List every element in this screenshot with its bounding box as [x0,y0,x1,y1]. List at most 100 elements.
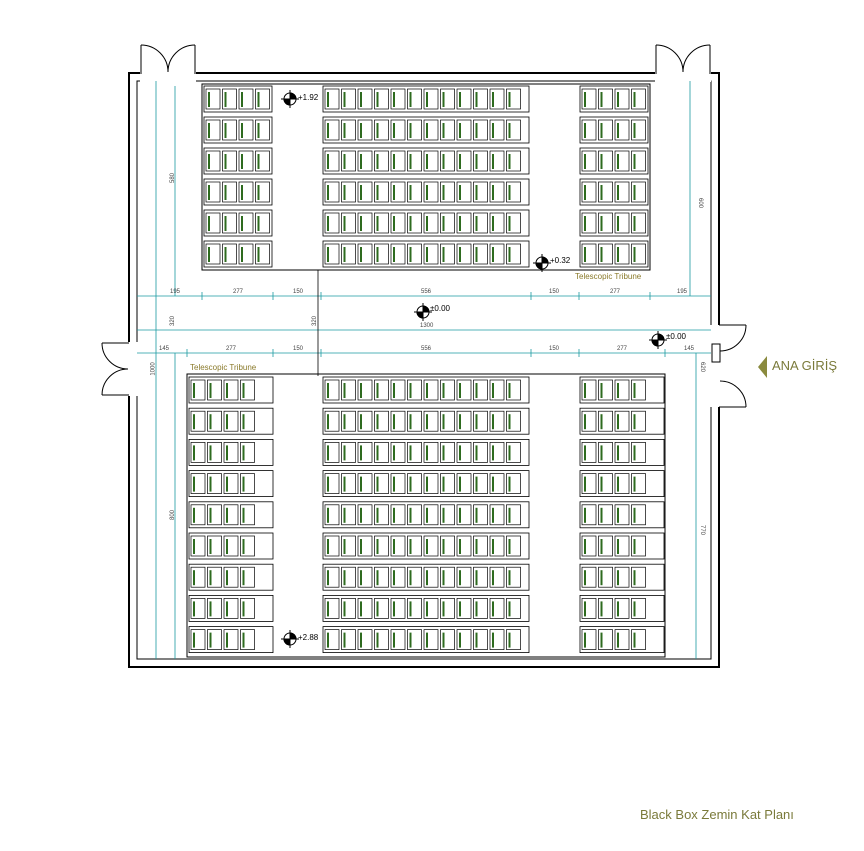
seat-row [203,116,649,144]
seat-block [188,595,274,622]
seat-block [322,501,530,529]
dim-lower-5: 277 [617,346,628,352]
seat-row [203,209,649,237]
seat-row [203,85,649,113]
lower-tribune [186,373,666,658]
entrance-arrow-icon [758,356,767,378]
seat-block [203,178,273,206]
seat-block [322,178,530,206]
seat-block [579,85,649,113]
dim-upper-4: 150 [549,289,560,295]
dim-lower-6: 145 [684,346,695,352]
seat-block [579,116,649,144]
dim-upper-depth: 580 [170,172,177,184]
seat-row [188,595,665,622]
seat-block [322,532,530,560]
dim-lower-0: 145 [159,346,170,352]
seat-block [322,376,530,404]
seat-row [203,178,649,206]
dim-lower-4: 150 [549,346,560,352]
seat-block [322,595,530,622]
seat-block [322,116,530,144]
seat-block [188,626,274,653]
seat-block [579,438,665,466]
seat-block [579,532,665,560]
seat-block [188,438,274,466]
dim-lower-right-small: 620 [699,361,706,373]
seat-block [203,116,273,144]
seat-block [188,501,274,529]
level-label-upper-top: +1.92 [298,93,319,102]
seat-row [203,147,649,175]
dim-upper-6: 195 [677,289,688,295]
upper-tribune [201,83,651,271]
dim-stage-depth-mid: 320 [312,315,319,327]
seat-block [579,178,649,206]
seat-block [579,595,665,622]
dim-stage-width: 1300 [420,323,434,329]
seat-row [188,563,665,591]
dim-upper-right: 600 [697,197,704,209]
dimension-ticks [186,292,666,357]
dim-upper-5: 277 [610,289,621,295]
dim-upper-2: 150 [293,289,304,295]
dim-lower-right: 770 [699,524,706,536]
level-label-upper-bottom: +0.32 [550,256,571,265]
seat-block [579,240,649,268]
dim-lower-2: 150 [293,346,304,352]
seat-row [188,376,665,404]
seat-block [203,240,273,268]
seat-row [188,626,665,653]
seat-block [203,85,273,113]
level-label-stage-center: ±0.00 [430,304,450,313]
dim-stage-depth-left: 320 [170,315,177,327]
seat-block [579,626,665,653]
level-label-stage-right: ±0.00 [666,332,686,341]
seat-row [203,240,649,268]
lower-seat-rows [188,376,665,653]
dim-lower-3: 556 [421,346,432,352]
dim-lower-left: 1000 [150,362,157,376]
doors [101,44,747,408]
level-markers [281,90,667,648]
level-label-lower-bottom: +2.88 [298,633,319,642]
lower-tribune-label: Telescopic Tribune [190,363,257,372]
dim-upper-0: 195 [170,289,181,295]
seat-block [322,209,530,237]
seat-block [188,470,274,498]
seat-block [188,376,274,404]
seat-block [322,147,530,175]
seat-block [579,147,649,175]
dim-upper-1: 277 [233,289,244,295]
seat-block [188,407,274,435]
seat-row [188,532,665,560]
seat-row [188,407,665,435]
seat-block [203,147,273,175]
dim-lower-depth: 800 [170,509,177,521]
seat-block [579,407,665,435]
seat-block [322,85,530,113]
seat-block [579,563,665,591]
upper-tribune-label: Telescopic Tribune [575,272,642,281]
seat-block [322,626,530,653]
seat-row [188,470,665,498]
seat-block [579,209,649,237]
seat-row [188,438,665,466]
dim-lower-1: 277 [226,346,237,352]
seat-block [322,438,530,466]
seat-block [579,501,665,529]
dimension-lines [137,81,711,659]
upper-seat-rows [203,85,649,268]
seat-block [322,563,530,591]
seat-block [322,407,530,435]
entrance-label: ANA GİRİŞ [772,358,838,373]
seat-block [579,470,665,498]
seat-block [203,209,273,237]
seat-block [322,240,530,268]
seat-block [579,376,665,404]
seat-block [188,532,274,560]
plan-title: Black Box Zemin Kat Planı [640,807,794,822]
seat-row [188,501,665,529]
seat-block [188,563,274,591]
